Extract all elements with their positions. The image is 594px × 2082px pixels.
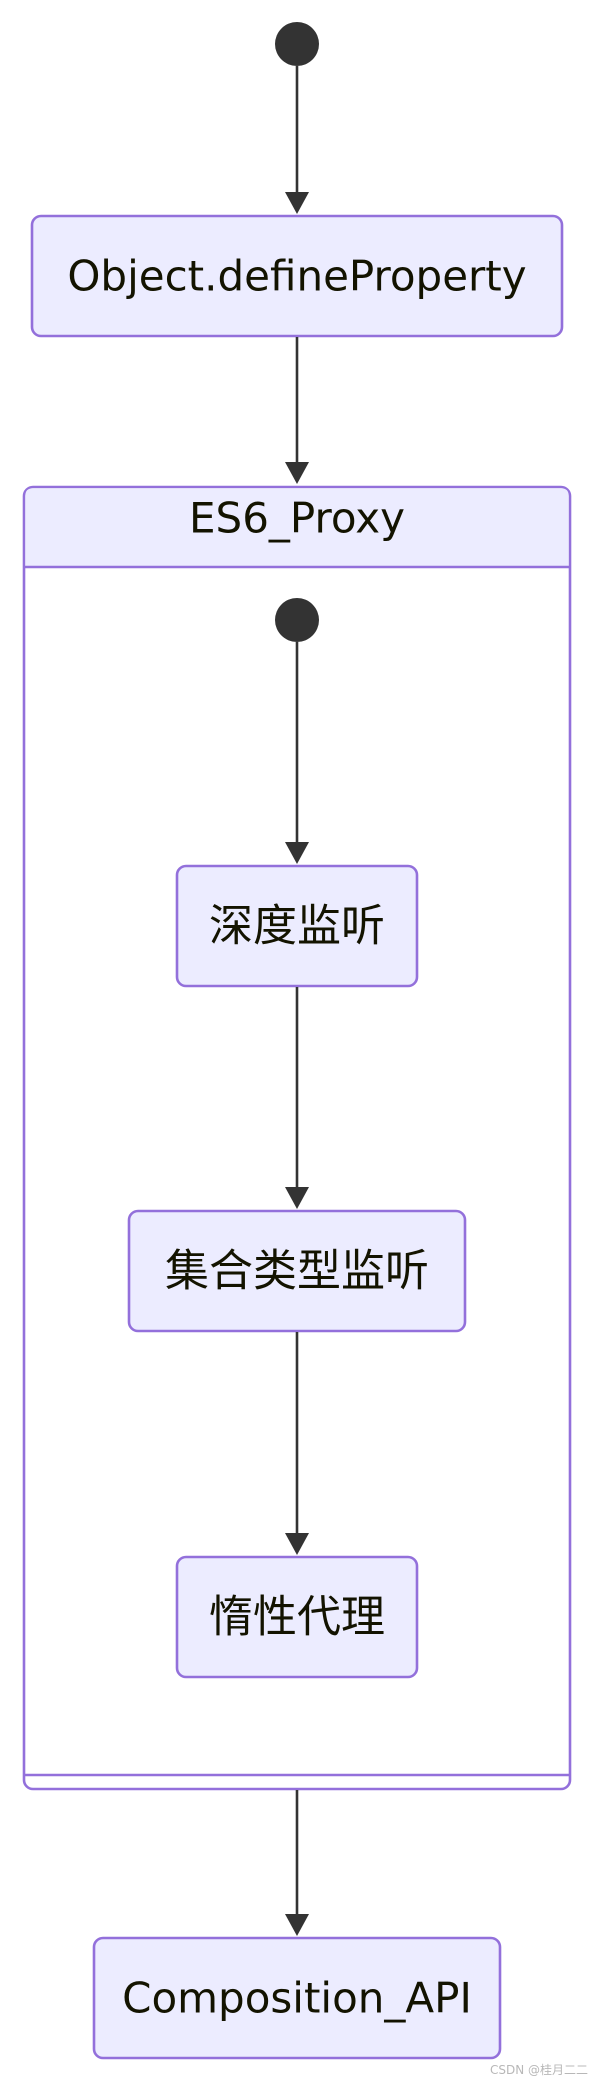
node-deep-watch-box [175, 864, 419, 988]
node-collection-watch-box [127, 1209, 467, 1333]
node-composition-api-label: Composition_API [122, 1974, 472, 2023]
arrowhead-proxy [285, 462, 309, 484]
arrowhead-deep-watch [285, 842, 309, 864]
arrowhead-lazy-proxy [285, 1533, 309, 1555]
node-deep-watch[interactable]: 深度监听 [175, 864, 419, 988]
arrowhead-composition-api [285, 1914, 309, 1936]
node-collection-watch-label: 集合类型监听 [165, 1246, 429, 1297]
inner-start-state [275, 598, 319, 642]
node-collection-watch[interactable]: 集合类型监听 [127, 1209, 467, 1333]
start-state [275, 22, 319, 66]
composite-es6-proxy-header [25, 488, 569, 567]
node-deep-watch-label: 深度监听 [209, 901, 385, 952]
composite-es6-proxy-title: ES6_Proxy [189, 494, 405, 543]
arrowhead-defineproperty [285, 192, 309, 214]
node-composition-api-box [92, 1936, 502, 2060]
node-define-property-label: Object.defineProperty [67, 252, 526, 301]
arrowhead-collection-watch [285, 1187, 309, 1209]
watermark-text: CSDN @桂月二二 [489, 2063, 588, 2077]
node-lazy-proxy-label: 惰性代理 [209, 1592, 385, 1643]
node-composition-api[interactable]: Composition_API [92, 1936, 502, 2060]
node-lazy-proxy[interactable]: 惰性代理 [175, 1555, 419, 1679]
node-define-property[interactable]: Object.defineProperty [30, 214, 564, 338]
node-define-property-box [30, 214, 564, 338]
node-lazy-proxy-box [175, 1555, 419, 1679]
